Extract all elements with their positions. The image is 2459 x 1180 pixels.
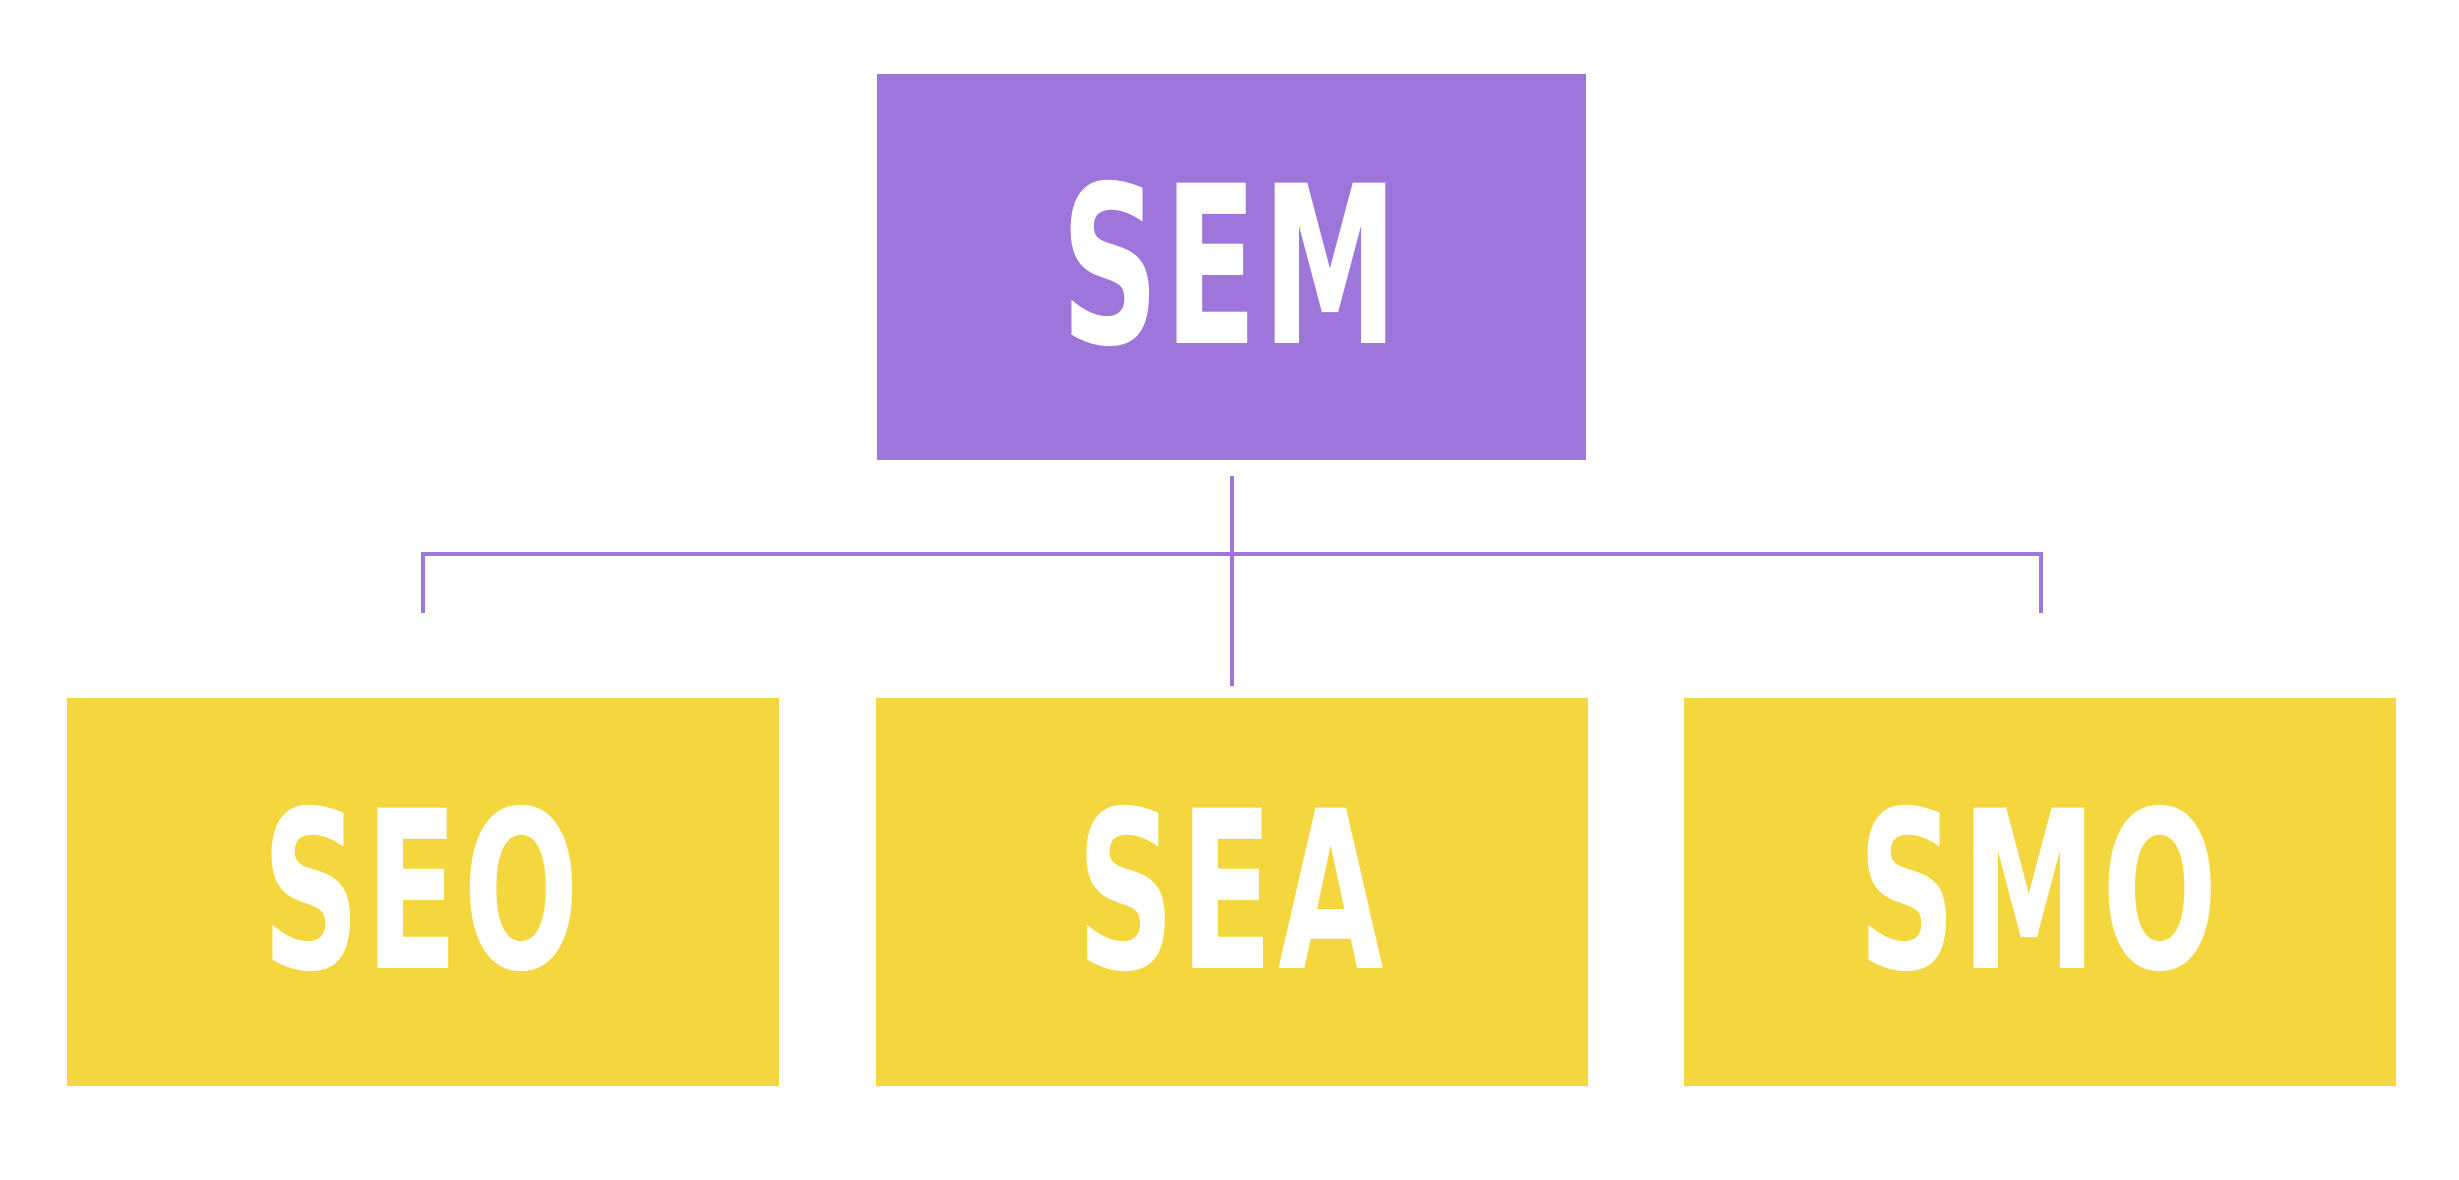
child-node-sea: SEA — [876, 698, 1588, 1086]
root-node-sem: SEM — [877, 74, 1586, 460]
child-node-smo: SMO — [1684, 698, 2396, 1086]
child-node-label-sea: SEA — [1076, 764, 1388, 1020]
child-node-seo: SEO — [67, 698, 779, 1086]
child-node-label-seo: SEO — [261, 764, 585, 1020]
connector-horizontal-bracket — [421, 552, 2043, 613]
root-node-label: SEM — [1060, 139, 1403, 395]
child-node-label-smo: SMO — [1857, 764, 2223, 1020]
